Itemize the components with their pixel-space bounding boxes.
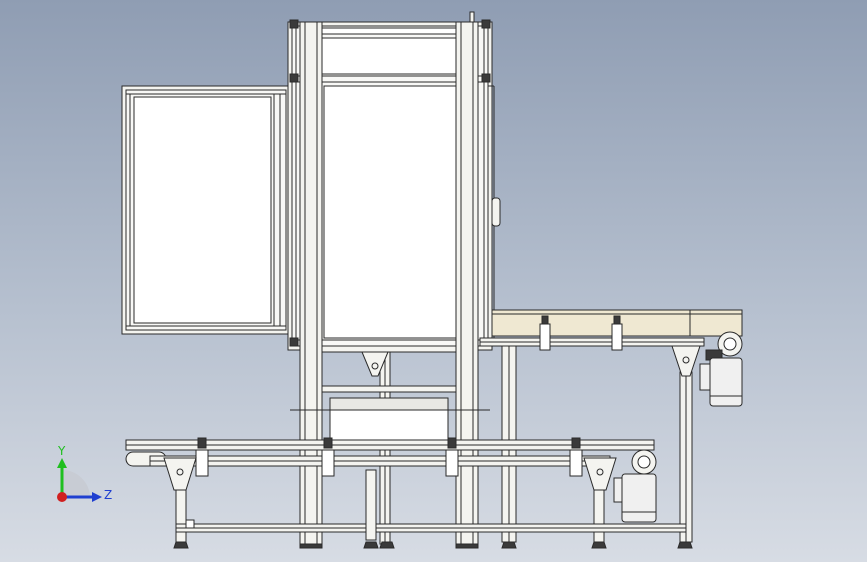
base-frame xyxy=(173,469,693,549)
lower-belt-conveyor xyxy=(125,437,657,523)
orientation-triad: Y Z xyxy=(57,444,112,502)
left-door-panel xyxy=(121,85,291,335)
z-axis-label: Z xyxy=(104,488,112,502)
y-axis-label: Y xyxy=(57,444,66,458)
upper-belt-conveyor xyxy=(479,309,743,543)
